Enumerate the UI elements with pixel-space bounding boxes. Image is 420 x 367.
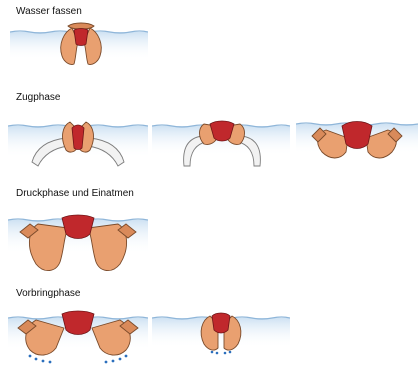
bubble-trail bbox=[29, 355, 128, 364]
illustration-zugphase-1 bbox=[8, 110, 148, 182]
illustration-zugphase-3 bbox=[296, 112, 418, 174]
phase-label-wasser-fassen: Wasser fassen bbox=[16, 6, 82, 17]
illustration-wasser-fassen bbox=[10, 22, 148, 68]
bubble-trail bbox=[211, 351, 232, 355]
illustration-vorbringphase-2 bbox=[152, 306, 290, 362]
illustration-vorbringphase-1 bbox=[8, 306, 148, 366]
phase-label-druckphase: Druckphase und Einatmen bbox=[16, 188, 134, 199]
illustration-zugphase-2 bbox=[152, 112, 290, 180]
illustration-druckphase bbox=[8, 204, 148, 278]
phase-label-zugphase: Zugphase bbox=[16, 92, 60, 103]
phase-label-vorbringphase: Vorbringphase bbox=[16, 288, 81, 299]
